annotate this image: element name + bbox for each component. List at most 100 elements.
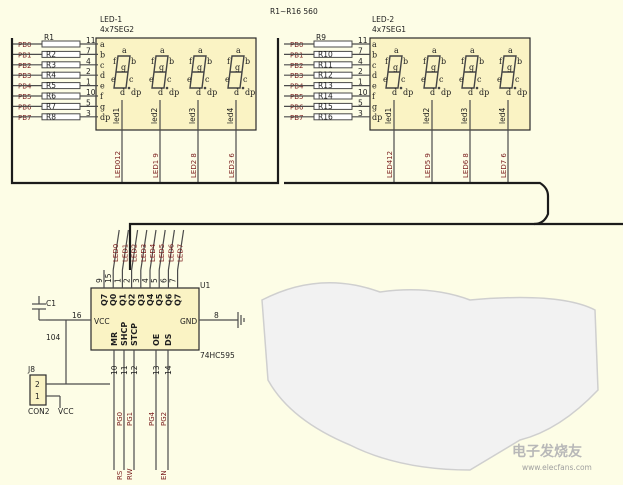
svg-text:f: f — [499, 57, 503, 66]
watermark-text: 电子发烧友 — [512, 443, 582, 460]
svg-text:d: d — [234, 88, 239, 97]
ic-vcc-pin: 16 — [72, 311, 82, 320]
svg-text:a: a — [198, 46, 203, 55]
ic-gnd-pin: 8 — [214, 311, 219, 320]
right-port-label: PB1 — [290, 51, 303, 59]
svg-text:d: d — [392, 88, 397, 97]
ic-q-label: Q7 — [100, 294, 109, 306]
svg-text:b: b — [169, 57, 174, 66]
ic-q-net: LED5 — [158, 244, 166, 262]
right-resistor-name: R11 — [318, 60, 333, 69]
left-segment-letter: a — [100, 40, 105, 49]
svg-text:f: f — [113, 57, 117, 66]
right-bus-label: LED7 6 — [500, 153, 508, 178]
ic-q-pin: 1 — [113, 278, 122, 283]
ic-gnd-label: GND — [180, 317, 197, 326]
svg-text:c: c — [243, 75, 248, 84]
right-resistor-name: R16 — [318, 112, 333, 121]
svg-text:d: d — [158, 88, 163, 97]
ic-bottom-net: RS — [116, 470, 124, 480]
left-segment-pin: 11 — [86, 36, 96, 45]
resistor-value-note: R1~R16 560 — [270, 7, 318, 16]
ic-q-net: LED4 — [149, 243, 157, 262]
svg-text:dp: dp — [245, 88, 255, 97]
right-port-label: PB2 — [290, 62, 303, 70]
right-segment-letter: e — [372, 82, 377, 91]
left-segment-letter: b — [100, 50, 105, 59]
left-segment-pin: 7 — [86, 46, 91, 55]
right-bus-label: LED412 — [386, 151, 394, 178]
right-resistor-name: R15 — [318, 102, 333, 111]
right-resistor-name: R14 — [318, 92, 333, 101]
left-segment-pin: 3 — [86, 109, 91, 118]
led-left-ref: LED-1 — [100, 15, 122, 24]
right-segment-letter: a — [372, 40, 377, 49]
ic-ctrl-pin: 12 — [130, 365, 139, 375]
svg-text:a: a — [508, 46, 513, 55]
svg-text:c: c — [515, 75, 520, 84]
left-resistor — [41, 40, 81, 48]
ic-ctrl-label: MR — [110, 332, 119, 346]
svg-text:g: g — [507, 63, 512, 72]
svg-text:dp: dp — [207, 88, 217, 97]
capacitor-c1: C1 104 — [32, 296, 61, 342]
cap-value: 104 — [46, 333, 61, 342]
right-segment-letter: dp — [372, 113, 382, 122]
left-resistor-name: R6 — [46, 92, 56, 101]
right-segment-pin: 4 — [358, 57, 363, 66]
ic-bottom-net: EN — [160, 470, 168, 480]
svg-text:e: e — [149, 75, 154, 84]
ic-q-net: LED2 — [131, 244, 139, 262]
watermark-url: www.elecfans.com — [522, 463, 592, 472]
svg-text:a: a — [160, 46, 165, 55]
right-resistor-name: R12 — [318, 71, 333, 80]
left-port-label: PB0 — [18, 41, 31, 49]
svg-text:dp: dp — [517, 88, 527, 97]
left-segment-pin: 4 — [86, 57, 91, 66]
svg-text:g: g — [469, 63, 474, 72]
ic-q-label: Q7 — [174, 294, 183, 306]
ic-bottom-net: RW — [126, 468, 134, 480]
svg-text:f: f — [423, 57, 427, 66]
svg-text:dp: dp — [403, 88, 413, 97]
ic-q-net: LED1 — [121, 244, 129, 262]
right-digit-label: led3 — [460, 108, 469, 124]
right-digit-label: led2 — [422, 108, 431, 124]
left-resistor-ref: R1 — [44, 33, 54, 42]
right-resistor-ref: R9 — [316, 33, 326, 42]
svg-text:c: c — [167, 75, 172, 84]
ic-ctrl-label: SHCP — [120, 322, 129, 346]
svg-text:d: d — [120, 88, 125, 97]
left-bus-label: LED2 8 — [190, 153, 198, 178]
ic-q-label: Q1 — [118, 293, 127, 306]
ic-q-pin: 7 — [169, 278, 178, 283]
svg-text:g: g — [393, 63, 398, 72]
right-segment-letter: f — [372, 92, 376, 101]
svg-text:e: e — [421, 75, 426, 84]
left-resistor-name: R8 — [46, 112, 56, 121]
right-bus-label: LED5 9 — [424, 153, 432, 178]
svg-text:d: d — [468, 88, 473, 97]
svg-text:c: c — [401, 75, 406, 84]
right-segment-letter: g — [372, 102, 377, 111]
svg-text:e: e — [497, 75, 502, 84]
right-bus-label: LED6 8 — [462, 153, 470, 178]
ic-ctrl-label: DS — [164, 333, 173, 346]
svg-text:f: f — [189, 57, 193, 66]
left-port-label: PB5 — [18, 93, 31, 101]
left-bus-wire — [10, 38, 280, 185]
right-segment-pin: 3 — [358, 109, 363, 118]
right-segment-letter: c — [372, 61, 377, 70]
left-resistor-name: R4 — [46, 71, 56, 80]
